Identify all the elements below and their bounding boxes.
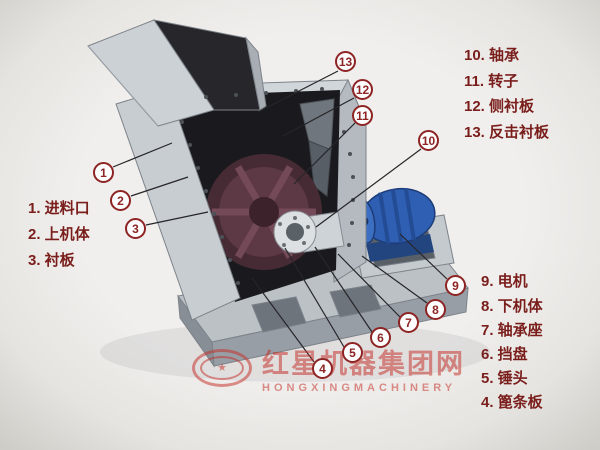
label-bearing-seat: 7. 轴承座	[481, 322, 543, 339]
label-liner-plate: 3. 衬板	[28, 252, 75, 269]
label-impact-liner: 13. 反击衬板	[464, 124, 550, 141]
callout-13: 13	[335, 51, 356, 72]
label-side-liner: 12. 侧衬板	[464, 98, 535, 115]
bearing-hub	[273, 210, 345, 254]
callout-2: 2	[110, 190, 131, 211]
callout-12: 12	[352, 79, 373, 100]
callout-5: 5	[342, 342, 363, 363]
label-lower-body: 8. 下机体	[481, 298, 543, 315]
label-upper-body: 2. 上机体	[28, 226, 90, 243]
watermark-star-icon: ★	[200, 356, 244, 380]
callout-3: 3	[125, 218, 146, 239]
leader-lines	[112, 70, 448, 363]
callout-6: 6	[370, 327, 391, 348]
callout-9: 9	[445, 275, 466, 296]
feed-hopper	[87, 19, 267, 127]
label-baffle-disc: 6. 挡盘	[481, 346, 528, 363]
label-rotor: 11. 转子	[464, 73, 519, 90]
callout-7: 7	[398, 312, 419, 333]
callout-1: 1	[93, 162, 114, 183]
callout-4: 4	[312, 358, 333, 379]
callout-11: 11	[352, 105, 373, 126]
watermark-logo-icon: ★	[192, 349, 252, 387]
label-motor: 9. 电机	[481, 273, 528, 290]
label-hammer-head: 5. 锤头	[481, 370, 528, 387]
callout-10: 10	[418, 130, 439, 151]
label-grate-plate: 4. 篦条板	[481, 394, 543, 411]
callout-8: 8	[425, 299, 446, 320]
watermark-sub-text: HONGXINGMACHINERY	[262, 382, 457, 394]
watermark-main-text: 红星机器集团网	[262, 349, 465, 379]
label-feed-inlet: 1. 进料口	[28, 200, 90, 217]
label-bearing: 10. 轴承	[464, 47, 520, 64]
